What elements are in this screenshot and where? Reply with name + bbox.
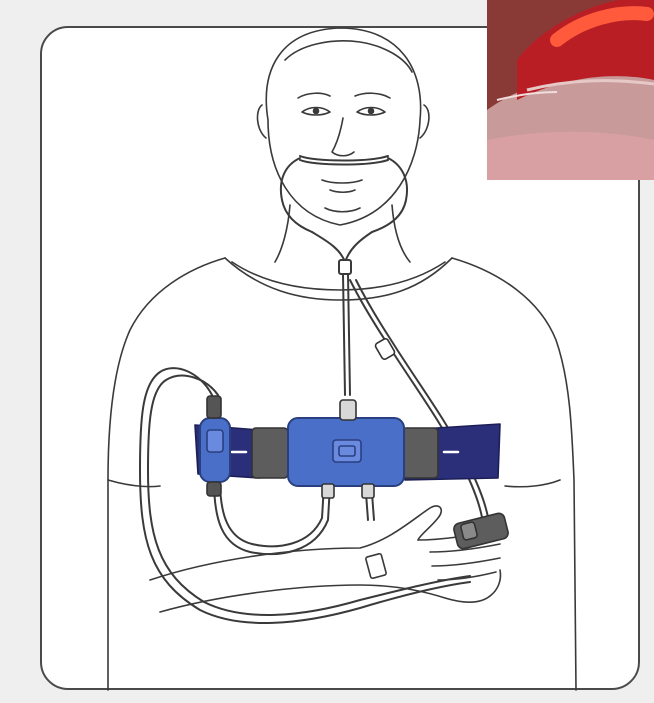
finger-oximeter-icon bbox=[453, 512, 510, 550]
head bbox=[257, 28, 428, 225]
mouth-inset-photo bbox=[487, 0, 654, 180]
side-module-icon bbox=[200, 396, 230, 496]
recorder-unit-icon bbox=[288, 400, 404, 498]
arm-and-hand bbox=[150, 506, 501, 612]
neck bbox=[275, 205, 410, 262]
